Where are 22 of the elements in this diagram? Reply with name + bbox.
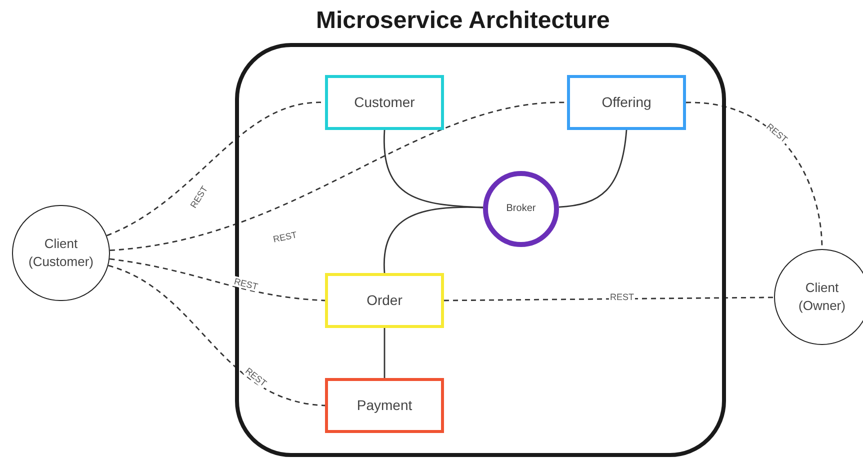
connector xyxy=(384,206,484,274)
service-box xyxy=(567,75,686,130)
node-label: Offering xyxy=(602,93,652,112)
diagram-title: Microservice Architecture xyxy=(316,6,610,36)
node-label: Order xyxy=(366,291,402,310)
edge-label: REST xyxy=(232,276,260,292)
container-frame xyxy=(235,43,726,457)
node-label: Broker xyxy=(506,202,536,216)
dashed-connector xyxy=(110,258,326,302)
dashed-connector xyxy=(444,296,774,302)
connector xyxy=(384,328,386,378)
node-label: Client (Customer) xyxy=(27,235,94,271)
service-box xyxy=(325,378,444,433)
node-label: Payment xyxy=(356,396,412,415)
node-label: Client (Owner) xyxy=(798,279,846,315)
service-box xyxy=(325,75,444,130)
edge-label: REST xyxy=(271,229,299,245)
node-label: Customer xyxy=(354,93,415,112)
service-box xyxy=(325,273,444,328)
edge-label: REST xyxy=(609,292,635,302)
dashed-connector xyxy=(108,264,326,406)
connector xyxy=(558,130,628,208)
